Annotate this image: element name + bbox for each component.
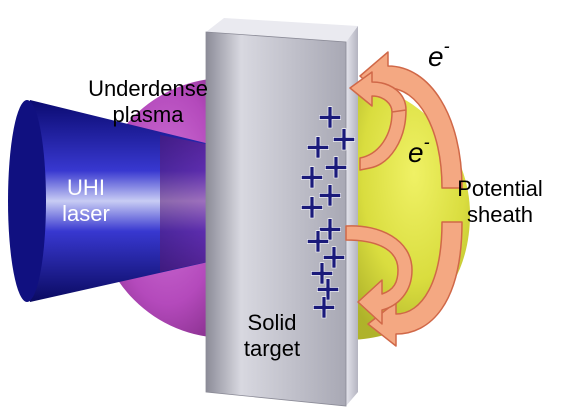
laser-label-line2: laser [62, 201, 110, 226]
uhi-laser-beam [8, 100, 226, 302]
ion-plus-mark: + [298, 187, 327, 227]
electron-arrow-inner-bottom [345, 225, 413, 325]
ion-plus-mark: + [304, 221, 333, 261]
ion-plus-mark: + [316, 175, 345, 215]
electron-charge: - [444, 36, 450, 56]
ion-cluster: +++++++++++++ [297, 97, 359, 328]
target-label-line1: Solid [248, 310, 297, 335]
electron-charge: - [424, 132, 430, 152]
sheath-label-line1: Potential [457, 176, 543, 201]
solid-target [205, 18, 358, 407]
ion-plus-mark: + [298, 157, 327, 197]
electron-arrow-outer-bottom [367, 221, 463, 347]
sheath-label-line2: sheath [467, 202, 533, 227]
electron-symbol: e [408, 137, 424, 168]
electron-label-inner: e- [408, 132, 430, 168]
electron-arrows [345, 51, 463, 347]
ion-plus-mark: + [316, 209, 345, 249]
electron-label-top: e- [428, 36, 450, 72]
ion-plus-mark: + [316, 97, 345, 137]
electron-symbol: e [428, 41, 444, 72]
ion-plus-mark: + [330, 119, 359, 159]
electron-arrow-inner-top [349, 71, 407, 171]
underdense-label-line2: plasma [113, 102, 185, 127]
underdense-label-line1: Underdense [88, 76, 208, 101]
target-label-line2: target [244, 336, 300, 361]
ion-plus-mark: + [308, 253, 337, 293]
ion-plus-mark: + [314, 269, 343, 309]
ion-plus-mark: + [304, 127, 333, 167]
ion-plus-mark: + [322, 147, 351, 187]
ion-plus-mark: + [320, 237, 349, 277]
laser-label-line1: UHI [67, 175, 105, 200]
ion-plus-mark: + [310, 287, 339, 327]
